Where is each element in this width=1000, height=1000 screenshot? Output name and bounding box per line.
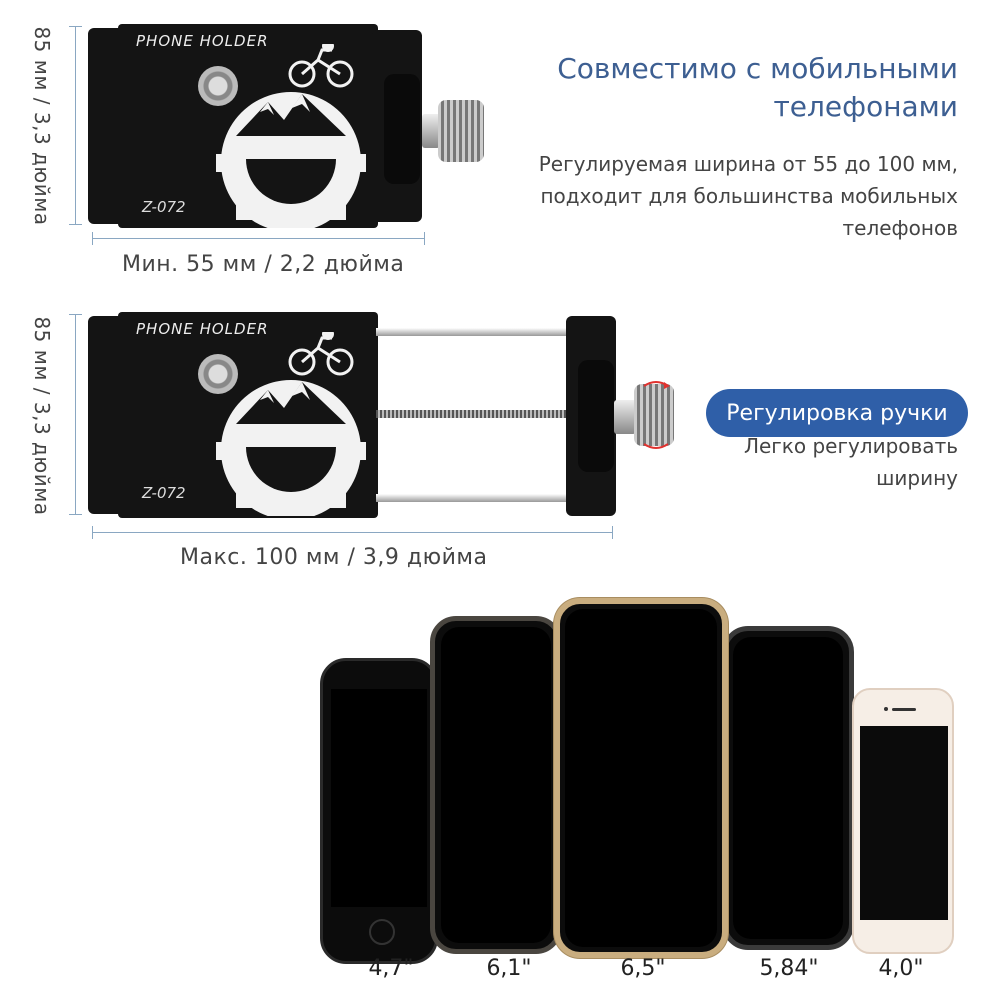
- phone-lineup: 4,7" 6,1" 6,5" 5,84" 4,0": [0, 590, 1000, 1000]
- phone-6-5: [554, 598, 728, 958]
- knurled-knob: [634, 384, 674, 446]
- holder-brand: PHONE HOLDER: [136, 320, 269, 338]
- height-label-max: 85 мм / 3,3 дюйма: [30, 316, 54, 516]
- height-dimension-line-min: [75, 26, 76, 224]
- rotate-arrow-icon: [643, 381, 670, 449]
- knob-adjust-badge: Регулировка ручки: [706, 389, 968, 437]
- width-label-max: Макс. 100 мм / 3,9 дюйма: [180, 545, 488, 570]
- phone-6-1: [430, 616, 562, 954]
- screw-icon: [198, 354, 238, 394]
- phone-4-7: [320, 658, 438, 964]
- phone-4-0: [852, 688, 954, 954]
- phone-size-label: 6,1": [486, 956, 532, 981]
- width-dimension-line-max: [92, 532, 612, 533]
- mountain-bike-logo-icon: [216, 332, 366, 516]
- holder-brand: PHONE HOLDER: [136, 32, 269, 50]
- height-dimension-line-max: [75, 314, 76, 514]
- phone-holder-max: PHONE HOLDER Z-072: [88, 312, 688, 522]
- width-description: Регулируемая ширина от 55 до 100 мм, под…: [538, 152, 958, 240]
- phone-size-label: 4,0": [878, 956, 924, 981]
- holder-model: Z-072: [142, 198, 186, 216]
- adjust-knob: [422, 114, 440, 148]
- width-dimension-line-min: [92, 238, 424, 239]
- phone-size-label: 5,84": [759, 956, 819, 981]
- adjust-knob: [614, 400, 636, 434]
- holder-model: Z-072: [142, 484, 186, 502]
- phone-size-label: 6,5": [620, 956, 666, 981]
- height-label-min: 85 мм / 3,3 дюйма: [30, 26, 54, 226]
- mountain-bike-logo-icon: [216, 44, 366, 228]
- phone-5-84: [722, 626, 854, 950]
- threaded-rod: [376, 410, 568, 418]
- phone-size-label: 4,7": [368, 956, 414, 981]
- bottom-rail: [376, 494, 568, 502]
- phone-holder-min: PHONE HOLDER Z-072: [88, 24, 488, 230]
- compatibility-heading: Совместимо с мобильными телефонами: [557, 52, 958, 123]
- knob-adjust-description: Легко регулировать ширину: [743, 434, 958, 490]
- screw-icon: [198, 66, 238, 106]
- width-label-min: Мин. 55 мм / 2,2 дюйма: [122, 252, 405, 277]
- top-rail: [376, 328, 568, 336]
- knurled-knob: [438, 100, 484, 162]
